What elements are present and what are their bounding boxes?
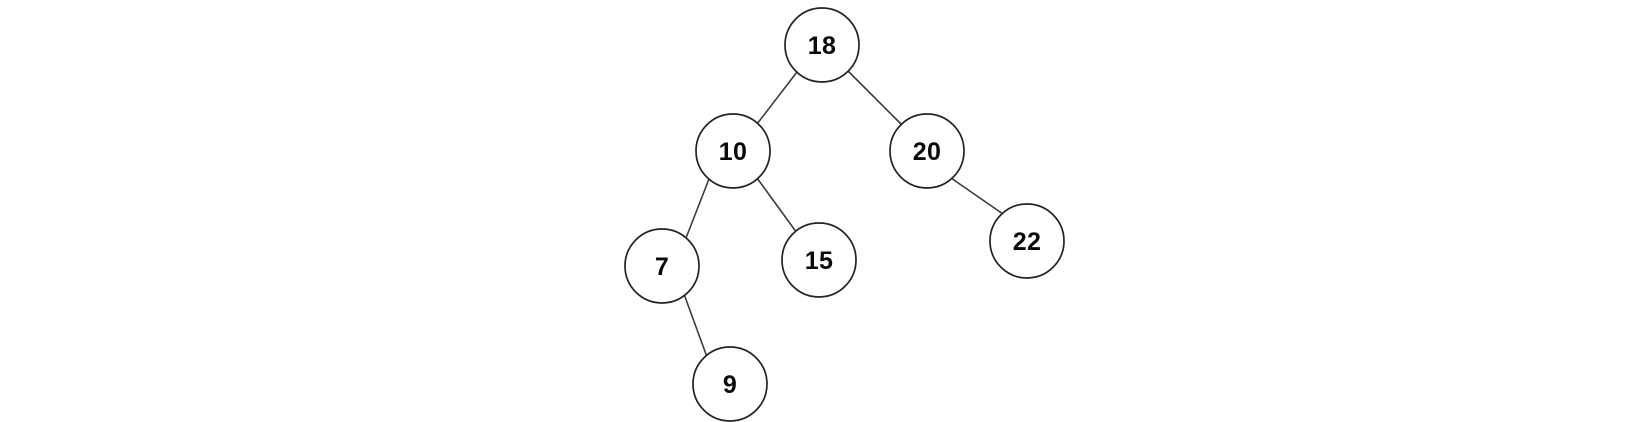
tree-node-18[interactable]: 18 (784, 7, 860, 83)
tree-node-15[interactable]: 15 (781, 222, 857, 298)
edge-group (683, 70, 1004, 358)
node-group: 18 10 20 7 15 22 9 (624, 7, 1065, 422)
tree-edge-n10-n15 (756, 177, 798, 234)
tree-node-label-7: 7 (655, 253, 669, 281)
tree-edge-n18-n20 (847, 70, 903, 126)
tree-node-circle-7 (624, 228, 700, 304)
tree-node-circle-9 (692, 346, 768, 422)
tree-edge-n7-n9 (683, 293, 708, 358)
tree-node-circle-18 (784, 7, 860, 83)
tree-node-9[interactable]: 9 (692, 346, 768, 422)
tree-edge-n10-n7 (685, 178, 710, 239)
tree-node-20[interactable]: 20 (889, 113, 965, 189)
tree-edge-n20-n22 (950, 177, 1004, 215)
tree-node-label-18: 18 (808, 32, 837, 60)
tree-node-label-9: 9 (723, 371, 737, 399)
tree-node-7[interactable]: 7 (624, 228, 700, 304)
tree-edge-n18-n10 (756, 71, 798, 125)
tree-node-label-10: 10 (719, 138, 748, 166)
tree-node-label-22: 22 (1013, 228, 1042, 256)
tree-node-label-20: 20 (913, 138, 942, 166)
tree-node-circle-15 (781, 222, 857, 298)
tree-node-22[interactable]: 22 (989, 203, 1065, 279)
tree-node-circle-22 (989, 203, 1065, 279)
tree-node-10[interactable]: 10 (695, 113, 771, 189)
tree-node-circle-10 (695, 113, 771, 189)
tree-node-circle-20 (889, 113, 965, 189)
tree-node-label-15: 15 (805, 247, 834, 275)
